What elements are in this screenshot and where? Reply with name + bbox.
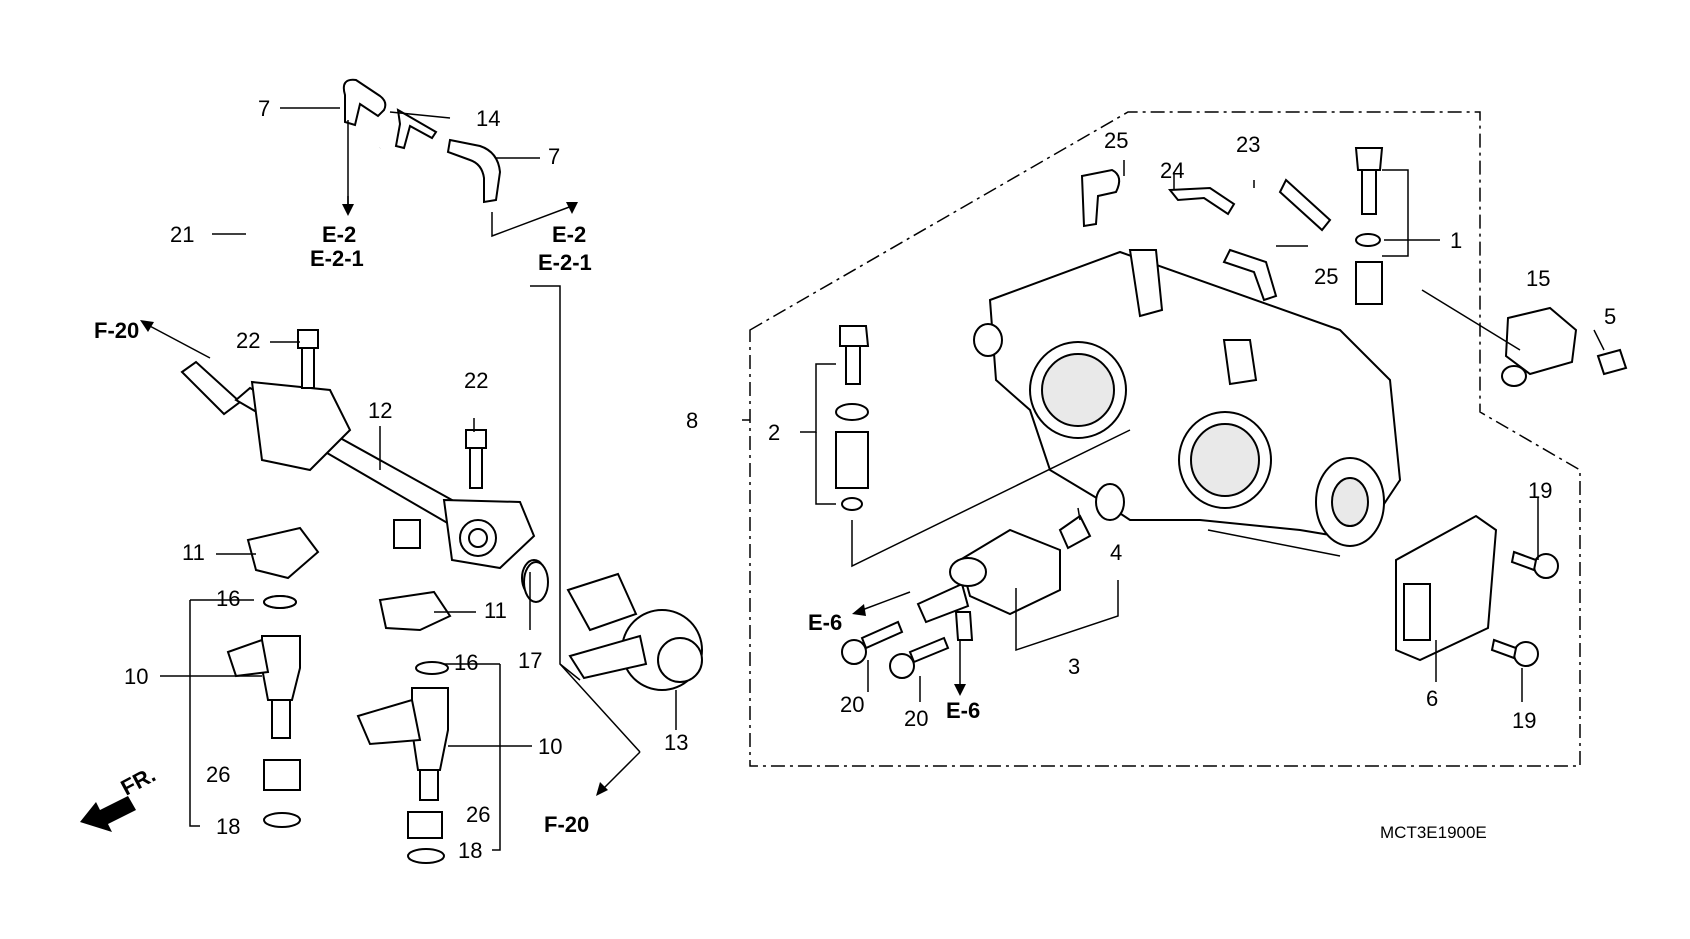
reference-labels: E-2 E-2-1 E-2 E-2-1 F-20 F-20 E-6 E-6 (94, 222, 980, 837)
o-ring-17 (523, 561, 549, 603)
bolts-19 (1490, 550, 1559, 667)
front-arrow-label: FR. (117, 762, 160, 801)
label-7-top: 7 (258, 96, 270, 121)
clip-11-upper (246, 526, 320, 580)
label-19-top: 19 (1528, 478, 1552, 503)
label-13: 13 (664, 730, 688, 755)
label-12: 12 (368, 398, 392, 423)
clip-11-lower (378, 590, 452, 632)
label-15: 15 (1526, 266, 1550, 291)
sensor-3 (916, 514, 1092, 641)
ref-f20-bottom: F-20 (544, 812, 589, 837)
assembly-boundary (749, 111, 1581, 767)
screw-set-2 (835, 325, 870, 511)
label-26-left: 26 (206, 762, 230, 787)
label-20-right: 20 (904, 706, 928, 731)
part-labels: 7 14 7 21 22 22 12 11 11 16 16 10 10 26 … (124, 96, 1616, 863)
label-11-lower: 11 (484, 598, 507, 623)
injector-10-left (226, 595, 301, 828)
label-25-mid: 25 (1314, 264, 1338, 289)
label-3: 3 (1068, 654, 1080, 679)
ref-e6-bottom: E-6 (946, 698, 980, 723)
bolts-20 (841, 620, 950, 679)
label-4: 4 (1110, 540, 1122, 565)
fuel-rail-assembly (180, 360, 536, 570)
label-5: 5 (1604, 304, 1616, 329)
idle-valve-15 (1501, 306, 1628, 387)
front-arrow: FR. (80, 762, 160, 832)
label-1: 1 (1450, 228, 1462, 253)
o-ring-4 (1095, 483, 1125, 521)
ref-e2-right: E-2 (552, 222, 586, 247)
ref-e21-left: E-2-1 (310, 246, 364, 271)
breather-tubes (243, 78, 531, 293)
label-8: 8 (686, 408, 698, 433)
label-14: 14 (476, 106, 500, 131)
bracket-6 (1395, 514, 1498, 662)
label-16-right: 16 (454, 650, 478, 675)
label-18-left: 18 (216, 814, 240, 839)
diagram-code: MCT3E1900E (1380, 823, 1487, 842)
label-18-right: 18 (458, 838, 482, 863)
screw-set-1 (1354, 147, 1384, 305)
label-22-upper: 22 (236, 328, 260, 353)
reference-arrows (140, 196, 966, 796)
ref-e21-right: E-2-1 (538, 250, 592, 275)
small-tubes-23-24-25 (1080, 168, 1332, 302)
o-rings-16 (263, 595, 297, 609)
bolt-22-upper (297, 329, 319, 389)
label-16-left: 16 (216, 586, 240, 611)
throttle-body-8 (973, 249, 1402, 547)
injector-10-right (356, 661, 449, 864)
bolt-22-lower (465, 429, 487, 489)
label-7-right: 7 (548, 144, 560, 169)
label-11-upper: 11 (182, 540, 205, 565)
front-arrow-icon (80, 796, 136, 832)
label-21: 21 (170, 222, 194, 247)
label-24: 24 (1160, 158, 1184, 183)
label-6: 6 (1426, 686, 1438, 711)
ref-e6-left: E-6 (808, 610, 842, 635)
label-10-left: 10 (124, 664, 148, 689)
label-10-right: 10 (538, 734, 562, 759)
ref-e2-left: E-2 (322, 222, 356, 247)
label-20-left: 20 (840, 692, 864, 717)
label-2: 2 (768, 420, 780, 445)
pressure-regulator-13 (521, 559, 703, 691)
ref-f20-top: F-20 (94, 318, 139, 343)
label-17: 17 (518, 648, 542, 673)
label-22-lower: 22 (464, 368, 488, 393)
label-23: 23 (1236, 132, 1260, 157)
label-25-top: 25 (1104, 128, 1128, 153)
label-19-bottom: 19 (1512, 708, 1536, 733)
label-26-right: 26 (466, 802, 490, 827)
